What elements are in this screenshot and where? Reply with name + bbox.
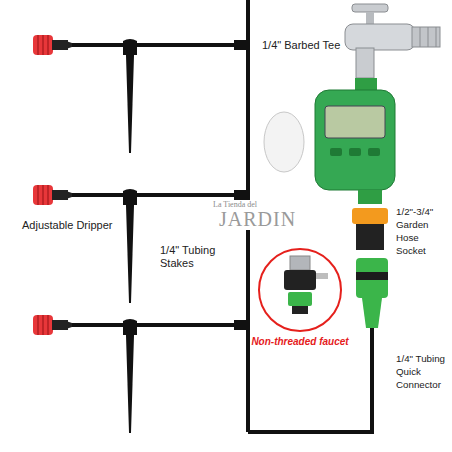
part-label: Adjustable Dripper — [22, 219, 113, 232]
detail-circle: Non-threaded faucet — [258, 248, 342, 332]
part-label: 1/2"-3/4" Garden Hose Socket — [396, 205, 450, 257]
detail-caption: Non-threaded faucet — [251, 336, 348, 348]
watermark: JARDIN — [218, 208, 297, 230]
part-label: 1/4" Tubing Stakes — [160, 244, 232, 270]
part-label: 1/4" Tubing Quick Connector — [396, 352, 450, 391]
part-label: 1/4" Barbed Tee — [262, 39, 340, 52]
